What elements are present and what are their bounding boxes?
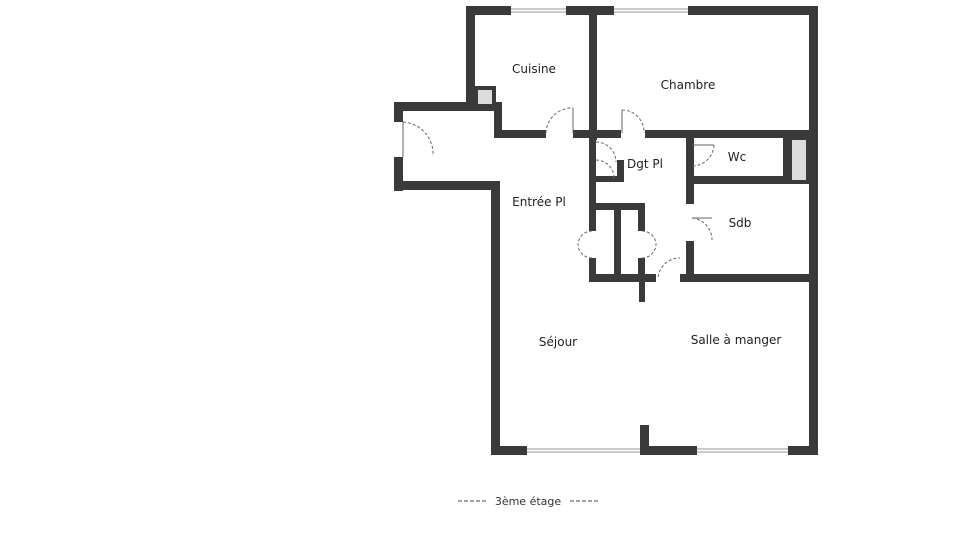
label-sdb: Sdb <box>729 216 752 230</box>
walls <box>394 6 818 455</box>
doors <box>402 107 715 278</box>
windows <box>511 8 788 453</box>
floor-label: 3ème étage <box>495 495 562 508</box>
label-chambre: Chambre <box>661 78 716 92</box>
label-dgt: Dgt Pl <box>627 157 663 171</box>
label-entree: Entrée Pl <box>512 195 566 209</box>
label-salle-a-manger: Salle à manger <box>691 333 782 347</box>
label-wc: Wc <box>728 150 746 164</box>
label-cuisine: Cuisine <box>512 62 556 76</box>
label-sejour: Séjour <box>539 335 577 349</box>
